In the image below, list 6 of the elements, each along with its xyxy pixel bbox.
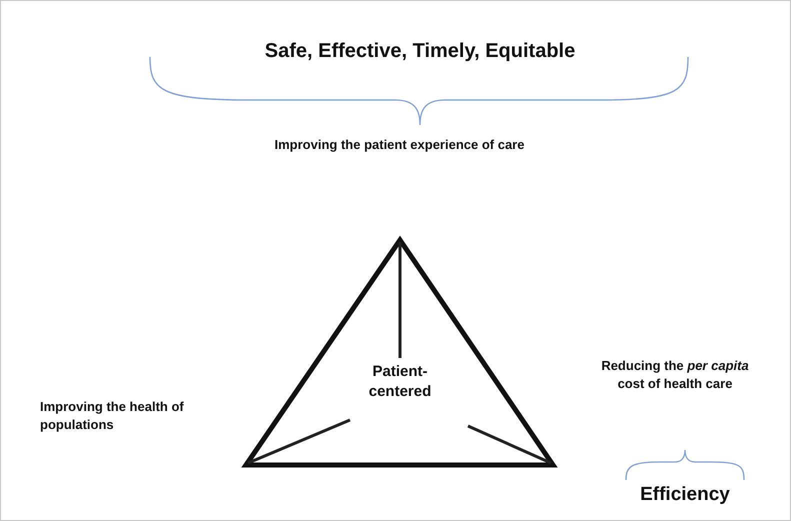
heading: Safe, Effective, Timely, Equitable <box>264 39 576 64</box>
goal-text: Improving the patient experience of care <box>274 136 526 154</box>
goal-text: Reducing the per capita cost of health care <box>600 357 750 392</box>
dimension-text: Efficiency <box>639 483 731 507</box>
goal-text: Improving the health of populations <box>40 398 185 434</box>
center-label: Patient-centered <box>368 362 432 402</box>
